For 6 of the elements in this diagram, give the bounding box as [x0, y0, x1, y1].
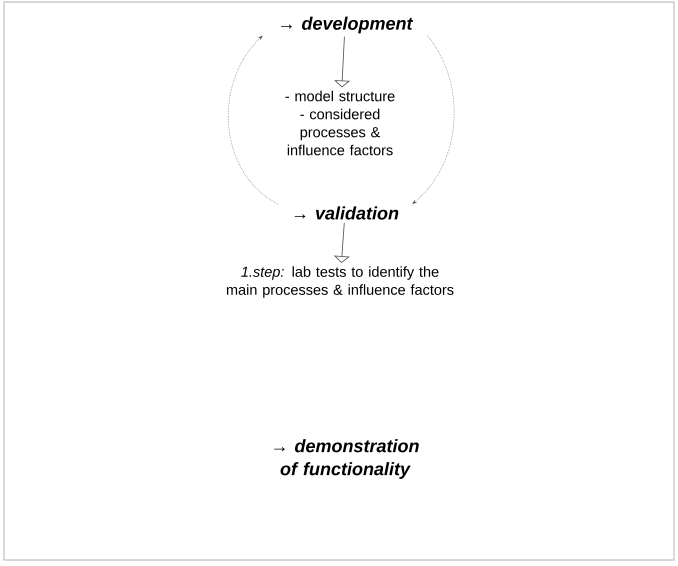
stage-heading: → validation	[294, 206, 398, 220]
stage-heading: → development	[281, 16, 414, 34]
description-text: - model structure - considered processes & influence factors	[285, 90, 395, 156]
stage-heading: → demonstration of functionality	[274, 439, 419, 479]
description-text: 1.step: lab tests to identify the main processes & influence factors	[226, 266, 454, 298]
cycle-arrow	[228, 36, 278, 204]
